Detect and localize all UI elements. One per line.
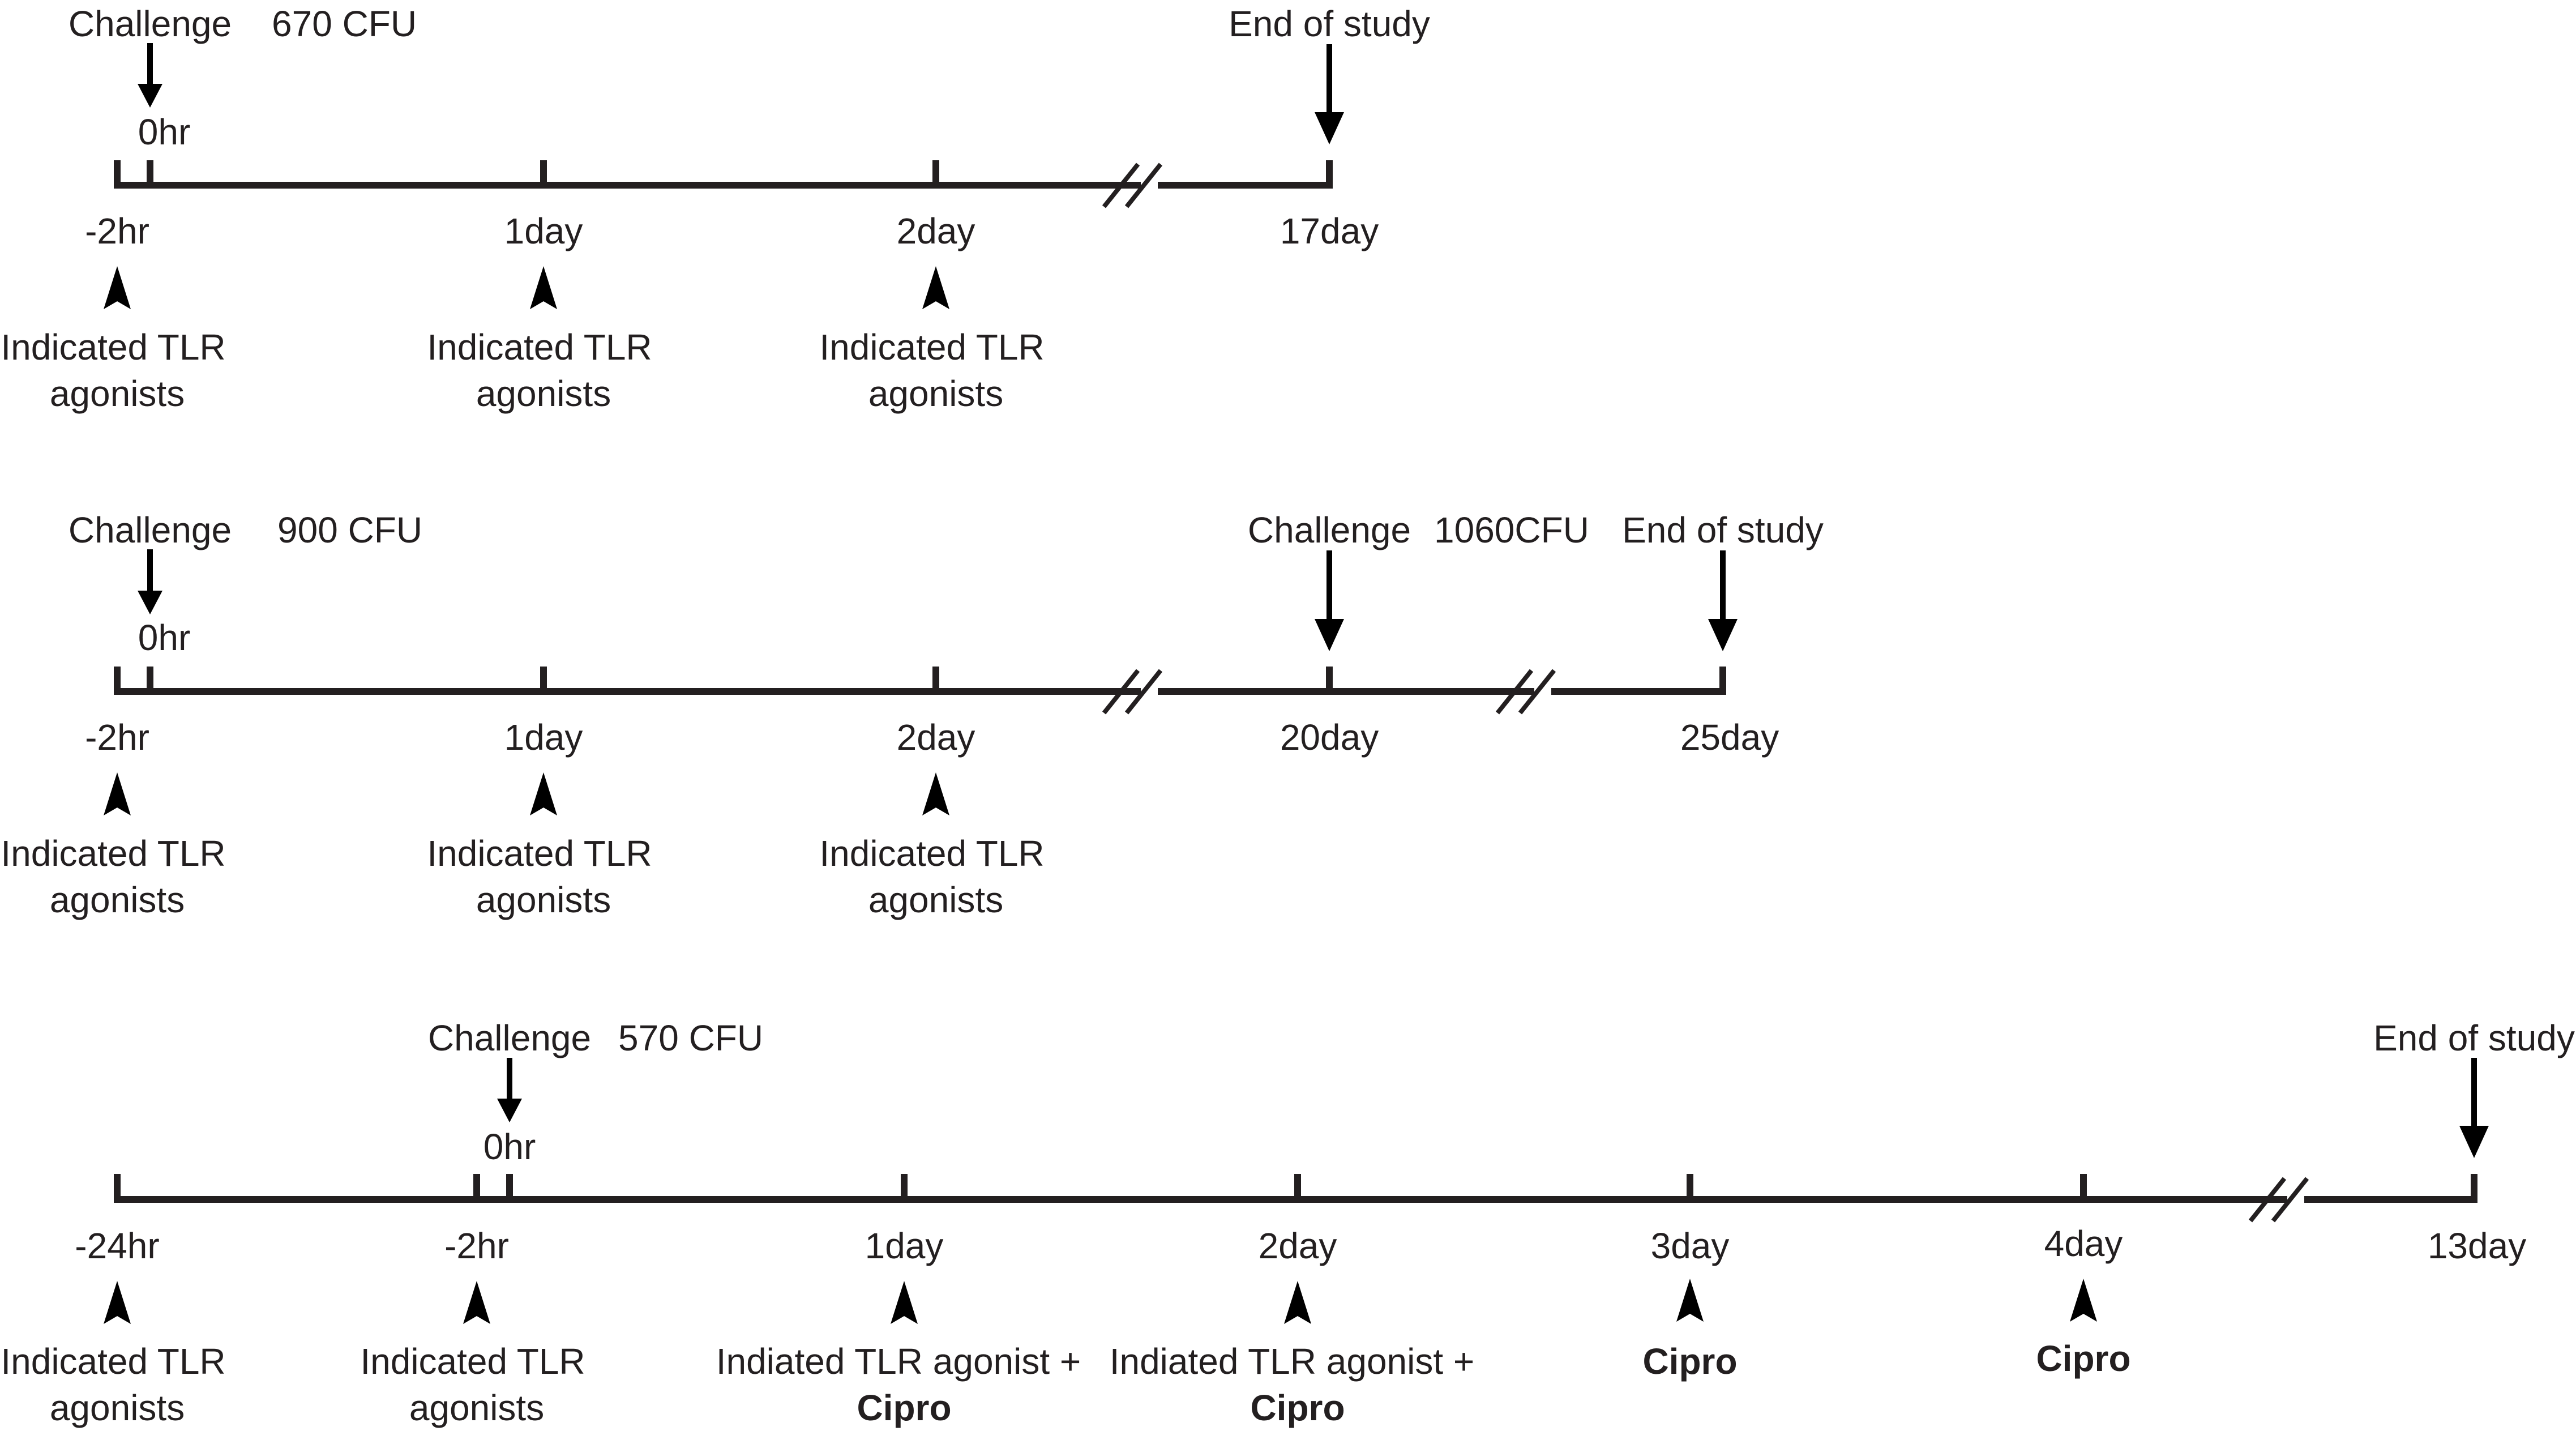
challenge-dose: 570 CFU bbox=[618, 1018, 763, 1058]
timeline-3: Challenge 570 CFU 0hr End of study -24hr… bbox=[1, 1018, 2575, 1428]
end-arrow bbox=[1708, 550, 1738, 651]
dose-arrowhead-icon bbox=[530, 772, 557, 815]
tick-label: -2hr bbox=[85, 717, 149, 758]
treatment-label: Indicated TLR bbox=[427, 833, 652, 874]
treatment-label: Indicated TLR bbox=[1, 327, 225, 368]
treatment-label: agonists bbox=[476, 373, 611, 414]
treatment-label: agonists bbox=[409, 1387, 544, 1428]
cipro-label: Cipro bbox=[2036, 1338, 2130, 1379]
treatment-label: Indiated TLR agonist + bbox=[716, 1341, 1081, 1382]
treatment-label: Indicated TLR bbox=[1, 833, 225, 874]
challenge-arrow bbox=[138, 549, 162, 614]
tick-label: 2day bbox=[897, 211, 975, 251]
challenge-dose: 900 CFU bbox=[277, 510, 422, 550]
challenge-dose: 670 CFU bbox=[272, 3, 417, 44]
tick-label: 25day bbox=[1680, 717, 1779, 758]
dose-arrowhead-icon bbox=[104, 1281, 131, 1324]
tick-label: 1day bbox=[865, 1225, 944, 1266]
cipro-label: Cipro bbox=[1250, 1387, 1345, 1428]
end-of-study-label: End of study bbox=[1622, 510, 1824, 550]
timeline-break bbox=[2248, 1177, 2309, 1223]
end-of-study-label: End of study bbox=[2373, 1018, 2575, 1058]
challenge-label: Challenge bbox=[428, 1018, 591, 1058]
timeline-2: Challenge 900 CFU 0hr Challenge 1060CFU … bbox=[1, 510, 1824, 920]
dose-arrowhead-icon bbox=[922, 266, 949, 309]
tick-label: -24hr bbox=[75, 1225, 159, 1266]
tick-label: 2day bbox=[1259, 1225, 1337, 1266]
dose-arrowhead-icon bbox=[463, 1281, 490, 1324]
treatment-label: agonists bbox=[50, 1387, 185, 1428]
dose-arrowhead-icon bbox=[891, 1281, 918, 1324]
dose-arrowhead-icon bbox=[530, 266, 557, 309]
cipro-label: Cipro bbox=[1642, 1341, 1737, 1382]
cipro-label: Cipro bbox=[857, 1387, 951, 1428]
dose-arrowhead-icon bbox=[104, 266, 131, 309]
treatment-label: agonists bbox=[476, 879, 611, 920]
tick-label: 20day bbox=[1280, 717, 1379, 758]
timeline-break bbox=[1102, 669, 1163, 715]
treatment-label: agonists bbox=[50, 373, 185, 414]
challenge-time: 0hr bbox=[138, 112, 191, 152]
tick-label: 17day bbox=[1280, 211, 1379, 251]
tick-label: 4day bbox=[2044, 1223, 2123, 1264]
timeline-break bbox=[1102, 163, 1163, 208]
challenge-time: 0hr bbox=[138, 617, 191, 658]
challenge-time: 0hr bbox=[483, 1126, 536, 1167]
tick-label: -2hr bbox=[85, 211, 149, 251]
dose-arrowhead-icon bbox=[104, 772, 131, 815]
treatment-label: Indicated TLR bbox=[427, 327, 652, 368]
treatment-label: Indicated TLR bbox=[360, 1341, 585, 1382]
end-arrow bbox=[2459, 1058, 2489, 1158]
tick-label: 3day bbox=[1651, 1225, 1730, 1266]
tick-label: -2hr bbox=[444, 1225, 509, 1266]
dose-arrowhead-icon bbox=[922, 772, 949, 815]
treatment-label: agonists bbox=[50, 879, 185, 920]
dose-arrowhead-icon bbox=[1284, 1281, 1311, 1324]
treatment-label: agonists bbox=[868, 373, 1003, 414]
tick-label: 1day bbox=[504, 717, 583, 758]
rechallenge-label: Challenge bbox=[1248, 510, 1411, 550]
dose-arrowhead-icon bbox=[2070, 1279, 2097, 1322]
challenge-arrow bbox=[138, 43, 162, 108]
tick-label: 2day bbox=[897, 717, 975, 758]
timeline-1: Challenge 670 CFU 0hr End of study -2hr … bbox=[1, 3, 1430, 414]
rechallenge-arrow bbox=[1315, 550, 1344, 651]
end-arrow bbox=[1315, 44, 1344, 144]
tick-label: 1day bbox=[504, 211, 583, 251]
treatment-label: Indicated TLR bbox=[819, 327, 1044, 368]
rechallenge-dose: 1060CFU bbox=[1434, 510, 1589, 550]
challenge-label: Challenge bbox=[69, 510, 232, 550]
treatment-label: Indicated TLR bbox=[819, 833, 1044, 874]
treatment-label: Indicated TLR bbox=[1, 1341, 225, 1382]
end-of-study-label: End of study bbox=[1229, 3, 1430, 44]
challenge-label: Challenge bbox=[69, 3, 232, 44]
treatment-label: Indiated TLR agonist + bbox=[1110, 1341, 1475, 1382]
challenge-arrow bbox=[497, 1058, 522, 1122]
tick-label: 13day bbox=[2428, 1225, 2526, 1266]
timeline-break bbox=[1495, 669, 1556, 715]
treatment-label: agonists bbox=[868, 879, 1003, 920]
dose-arrowhead-icon bbox=[1676, 1279, 1704, 1322]
